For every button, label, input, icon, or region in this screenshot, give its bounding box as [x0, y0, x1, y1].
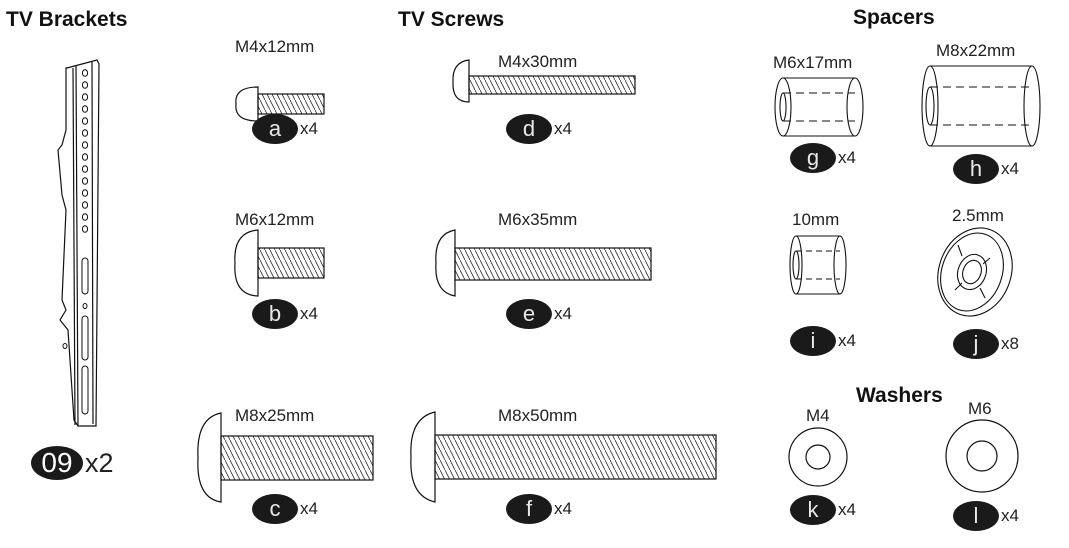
part-badge-c: c x4 — [252, 494, 318, 524]
part-id-oval: b — [252, 299, 298, 329]
part-id-oval: k — [790, 495, 836, 525]
part-badge-d: d x4 — [506, 114, 572, 144]
part-badge-h: h x4 — [953, 154, 1019, 184]
spacer-j-size: 2.5mm — [952, 206, 1004, 225]
heading-tv-screws: TV Screws — [398, 8, 505, 31]
spacer-h-size: M8x22mm — [936, 41, 1016, 60]
part-id-oval: l — [953, 501, 999, 531]
screw-e-size: M6x35mm — [498, 210, 578, 229]
part-quantity: x4 — [1001, 506, 1019, 525]
part-badge-bracket: 09 x2 — [31, 446, 114, 480]
part-id-oval: d — [506, 114, 552, 144]
part-quantity: x8 — [1001, 334, 1019, 353]
screw-d-size: M4x30mm — [498, 52, 578, 71]
part-id-oval: g — [790, 143, 836, 173]
part-quantity: x4 — [300, 119, 318, 138]
part-quantity: x4 — [838, 148, 856, 167]
part-badge-b: b x4 — [252, 299, 318, 329]
part-id-oval: a — [252, 114, 298, 144]
part-quantity: x4 — [838, 500, 856, 519]
part-badge-e: e x4 — [506, 299, 572, 329]
part-quantity: x2 — [85, 447, 114, 478]
part-badge-l: l x4 — [953, 501, 1019, 531]
washer-l-size: M6 — [968, 399, 992, 418]
spacer-g-size: M6x17mm — [773, 53, 853, 72]
part-quantity: x4 — [838, 331, 856, 350]
washer-k-size: M4 — [806, 406, 830, 425]
part-badge-j: j x8 — [953, 329, 1019, 359]
spacer-i-size: 10mm — [792, 210, 840, 229]
screw-f-size: M8x50mm — [498, 406, 578, 425]
part-badge-g: g x4 — [790, 143, 856, 173]
part-quantity: x4 — [554, 304, 572, 323]
part-id-oval: 09 — [31, 446, 83, 480]
part-quantity: x4 — [1001, 159, 1019, 178]
part-id-oval: f — [506, 494, 552, 524]
part-badge-a: a x4 — [252, 114, 318, 144]
heading-washers: Washers — [856, 384, 943, 407]
part-id-oval: c — [252, 494, 298, 524]
screw-b-size: M6x12mm — [235, 210, 315, 229]
part-quantity: x4 — [300, 499, 318, 518]
part-quantity: x4 — [300, 304, 318, 323]
part-badge-k: k x4 — [790, 495, 856, 525]
part-id-oval: e — [506, 299, 552, 329]
part-id-oval: j — [953, 329, 999, 359]
heading-spacers: Spacers — [853, 6, 935, 29]
screw-c-size: M8x25mm — [235, 406, 315, 425]
heading-tv-brackets: TV Brackets — [6, 8, 128, 31]
screw-a-size: M4x12mm — [235, 37, 315, 56]
part-id-oval: h — [953, 154, 999, 184]
part-quantity: x4 — [554, 499, 572, 518]
part-id-oval: i — [790, 326, 836, 356]
part-badge-i: i x4 — [790, 326, 856, 356]
part-badge-f: f x4 — [506, 494, 572, 524]
part-quantity: x4 — [554, 119, 572, 138]
